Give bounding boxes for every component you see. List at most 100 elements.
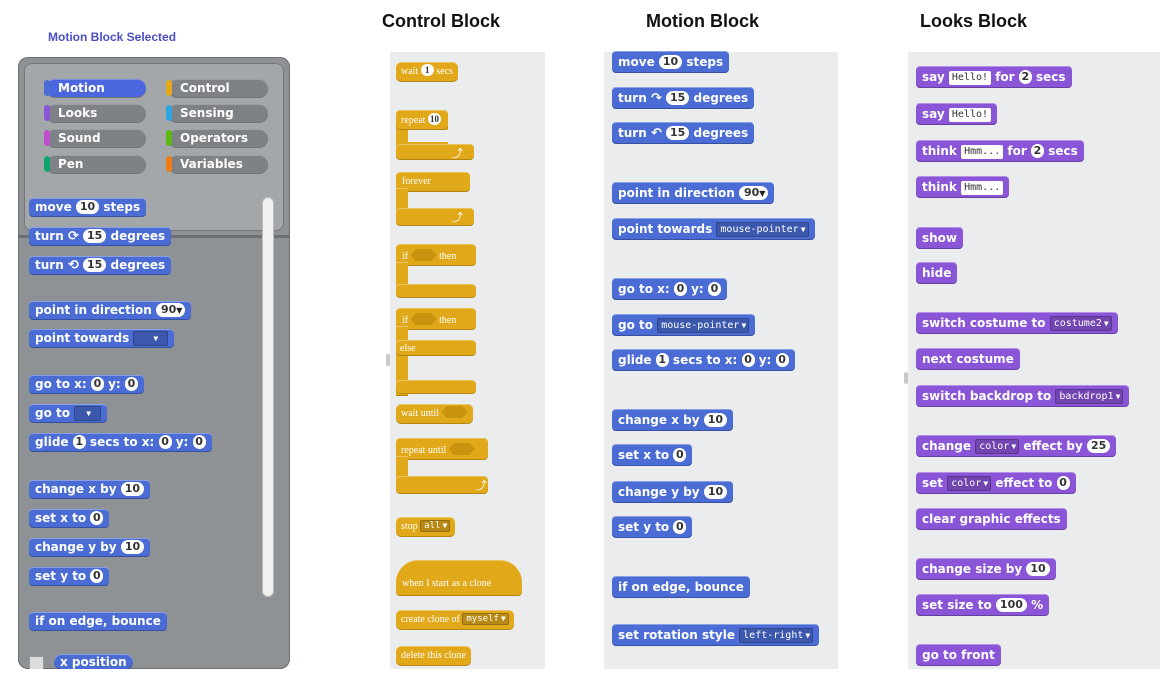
category-sensing[interactable]: Sensing — [166, 104, 268, 122]
wait-secs-block[interactable]: wait 1 secs — [396, 62, 458, 82]
wait-until-block[interactable]: wait until — [396, 404, 473, 424]
degrees-input[interactable]: 15 — [83, 229, 107, 243]
degrees-input[interactable]: 15 — [83, 258, 107, 272]
create-clone-block[interactable]: create clone of myself▼ — [396, 610, 514, 630]
y-input[interactable]: 0 — [124, 377, 138, 391]
next-costume-block[interactable]: next costume — [916, 348, 1020, 370]
value-input[interactable]: 10 — [703, 485, 728, 499]
show-block[interactable]: show — [916, 227, 964, 249]
value-input[interactable]: 10 — [703, 413, 728, 427]
x-input[interactable]: 0 — [741, 353, 755, 367]
set-effect-block[interactable]: set color▼ effect to 0 — [916, 472, 1076, 494]
go-to-xy-block[interactable]: go to x: 0 y: 0 — [29, 375, 144, 394]
point-in-direction-block[interactable]: point in direction 90▼ — [612, 182, 775, 204]
when-start-as-clone-block[interactable] — [396, 560, 522, 596]
degrees-input[interactable]: 15 — [666, 91, 690, 105]
backdrop-dropdown[interactable]: backdrop1▼ — [1055, 389, 1124, 404]
glide-block[interactable]: glide 1 secs to x: 0 y: 0 — [29, 433, 212, 452]
glide-block[interactable]: glide 1 secs to x: 0 y: 0 — [612, 349, 795, 371]
value-input[interactable]: 10 — [120, 482, 145, 496]
switch-costume-block[interactable]: switch costume to costume2▼ — [916, 312, 1118, 334]
direction-dropdown[interactable]: 90▼ — [738, 186, 769, 200]
stop-dropdown[interactable]: all▼ — [420, 520, 451, 532]
category-sound[interactable]: Sound — [44, 129, 146, 147]
say-block[interactable]: say Hello! — [916, 103, 998, 125]
move-steps-block[interactable]: move 10 steps — [29, 198, 147, 217]
clone-target-dropdown[interactable]: myself▼ — [462, 613, 509, 625]
clear-graphic-effects-block[interactable]: clear graphic effects — [916, 508, 1067, 530]
effect-dropdown[interactable]: color▼ — [975, 439, 1020, 454]
change-size-block[interactable]: change size by 10 — [916, 558, 1056, 580]
secs-input[interactable]: 2 — [1018, 70, 1032, 84]
message-input[interactable]: Hello! — [948, 71, 992, 85]
category-looks[interactable]: Looks — [44, 104, 146, 122]
forever-block[interactable] — [396, 172, 470, 192]
target-dropdown[interactable]: ▼ — [133, 331, 169, 346]
change-y-block[interactable]: change y by 10 — [612, 481, 734, 503]
secs-input[interactable]: 1 — [420, 64, 434, 76]
degrees-input[interactable]: 15 — [666, 126, 690, 140]
category-motion[interactable]: Motion — [44, 79, 146, 97]
set-x-block[interactable]: set x to 0 — [29, 509, 110, 528]
say-for-secs-block[interactable]: say Hello! for 2 secs — [916, 66, 1072, 88]
condition-slot[interactable] — [410, 249, 437, 261]
go-to-front-block[interactable]: go to front — [916, 644, 1001, 666]
steps-input[interactable]: 10 — [658, 55, 683, 69]
message-input[interactable]: Hmm... — [961, 181, 1004, 195]
value-input[interactable]: 0 — [90, 569, 104, 583]
rotation-style-dropdown[interactable]: left-right▼ — [739, 628, 814, 643]
go-to-block[interactable]: go to mouse-pointer▼ — [612, 314, 756, 336]
if-on-edge-bounce-block[interactable]: if on edge, bounce — [29, 612, 167, 631]
steps-input[interactable]: 10 — [75, 200, 100, 214]
count-input[interactable]: 10 — [427, 113, 441, 125]
point-towards-block[interactable]: point towards ▼ — [29, 329, 175, 348]
y-input[interactable]: 0 — [707, 282, 721, 296]
category-operators[interactable]: Operators — [166, 129, 268, 147]
value-input[interactable]: 0 — [1056, 476, 1070, 490]
secs-input[interactable]: 1 — [655, 353, 669, 367]
point-in-direction-block[interactable]: point in direction 90▼ — [29, 301, 192, 320]
value-input[interactable]: 10 — [120, 540, 145, 554]
set-y-block[interactable]: set y to 0 — [612, 516, 693, 538]
set-rotation-style-block[interactable]: set rotation style left-right▼ — [612, 624, 820, 646]
turn-right-block[interactable]: turn ↷ 15 degrees — [612, 87, 755, 109]
if-on-edge-bounce-block[interactable]: if on edge, bounce — [612, 576, 750, 598]
condition-slot[interactable] — [441, 406, 468, 418]
hide-block[interactable]: hide — [916, 262, 958, 284]
x-input[interactable]: 0 — [90, 377, 104, 391]
target-dropdown[interactable]: mouse-pointer▼ — [716, 222, 809, 237]
value-input[interactable]: 0 — [673, 520, 687, 534]
message-input[interactable]: Hello! — [948, 108, 992, 122]
y-input[interactable]: 0 — [775, 353, 789, 367]
effect-dropdown[interactable]: color▼ — [947, 476, 992, 491]
think-block[interactable]: think Hmm... — [916, 176, 1010, 198]
reporter-checkbox[interactable] — [29, 656, 44, 669]
target-dropdown[interactable]: ▼ — [74, 406, 102, 421]
move-steps-block[interactable]: move 10 steps — [612, 51, 730, 73]
turn-right-block[interactable]: turn ⟳ 15 degrees — [29, 227, 172, 246]
x-position-reporter[interactable]: x position — [54, 654, 133, 669]
secs-input[interactable]: 2 — [1031, 144, 1044, 158]
change-y-block[interactable]: change y by 10 — [29, 538, 151, 557]
change-effect-block[interactable]: change color▼ effect by 25 — [916, 435, 1117, 457]
category-pen[interactable]: Pen — [44, 155, 146, 173]
turn-left-block[interactable]: turn ⟲ 15 degrees — [29, 256, 172, 275]
direction-dropdown[interactable]: 90▼ — [155, 303, 186, 317]
set-x-block[interactable]: set x to 0 — [612, 444, 693, 466]
switch-backdrop-block[interactable]: switch backdrop to backdrop1▼ — [916, 385, 1130, 407]
x-input[interactable]: 0 — [673, 282, 687, 296]
point-towards-block[interactable]: point towards mouse-pointer▼ — [612, 218, 815, 240]
x-input[interactable]: 0 — [158, 435, 172, 449]
target-dropdown[interactable]: mouse-pointer▼ — [657, 318, 750, 333]
stop-block[interactable]: stop all▼ — [396, 517, 456, 537]
condition-slot[interactable] — [410, 313, 437, 325]
set-size-block[interactable]: set size to 100 % — [916, 594, 1050, 616]
message-input[interactable]: Hmm... — [961, 145, 1004, 159]
turn-left-block[interactable]: turn ↶ 15 degrees — [612, 122, 755, 144]
change-x-block[interactable]: change x by 10 — [29, 480, 151, 499]
go-to-block[interactable]: go to ▼ — [29, 404, 108, 423]
value-input[interactable]: 0 — [90, 511, 104, 525]
value-input[interactable]: 10 — [1026, 562, 1050, 576]
secs-input[interactable]: 1 — [72, 435, 86, 449]
value-input[interactable]: 25 — [1086, 439, 1111, 453]
